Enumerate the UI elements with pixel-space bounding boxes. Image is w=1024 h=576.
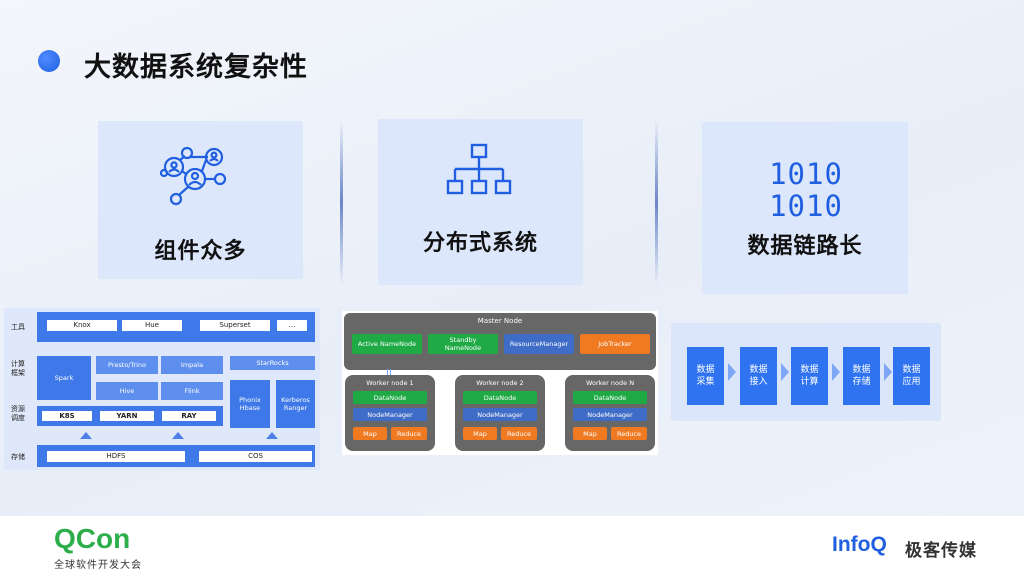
page-title: 大数据系统复杂性 <box>84 52 308 83</box>
worker-title: Worker node 1 <box>366 379 414 387</box>
resource-ray: RAY <box>162 411 216 421</box>
compute-flink: Flink <box>161 382 223 400</box>
compute-starrocks: StarRocks <box>230 356 315 370</box>
datanode: DataNode <box>573 391 647 404</box>
pipeline-step-store: 数据 存储 <box>843 347 880 405</box>
card-components: 组件众多 <box>98 121 303 279</box>
worker-title: Worker node N <box>585 379 635 387</box>
infoq-brand-name: 极客传媒 <box>905 541 977 561</box>
data-pipeline-diagram: 数据 采集 数据 接入 数据 计算 数据 存储 数据 应用 <box>671 323 941 421</box>
tool-knox: Knox <box>47 320 117 331</box>
worker-node-n: Worker node N DataNode NodeManager Map R… <box>565 375 655 451</box>
tool-more: ... <box>277 320 307 331</box>
component-kerberos-ranger: Kerberos Ranger <box>276 380 315 428</box>
standby-namenode: Standby NameNode <box>428 334 498 354</box>
up-arrow-icon <box>266 432 278 439</box>
master-node: Master Node Active NameNode Standby Name… <box>344 313 656 370</box>
hierarchy-icon <box>446 143 512 195</box>
card-distributed: 分布式系统 <box>378 119 583 285</box>
nodemanager: NodeManager <box>573 408 647 421</box>
reduce: Reduce <box>611 427 647 440</box>
pipeline-step-apply: 数据 应用 <box>893 347 930 405</box>
up-arrow-icon <box>172 432 184 439</box>
resource-yarn: YARN <box>100 411 154 421</box>
footer-bar <box>0 516 1024 576</box>
card-data-pipeline: 1010 1010 数据链路长 <box>702 122 908 294</box>
chevron-right-icon <box>884 363 892 381</box>
resource-k8s: K8S <box>42 411 92 421</box>
card-label: 分布式系统 <box>422 231 538 256</box>
compute-presto: Presto/Trino <box>96 356 158 374</box>
datanode: DataNode <box>353 391 427 404</box>
job-tracker: JobTracker <box>580 334 650 354</box>
chevron-right-icon <box>832 363 840 381</box>
pipeline-step-ingest: 数据 接入 <box>740 347 777 405</box>
hadoop-cluster-diagram: Master Node Active NameNode Standby Name… <box>342 311 658 455</box>
map: Map <box>463 427 497 440</box>
qcon-logo: QCon <box>54 523 131 554</box>
compute-hive: Hive <box>96 382 158 400</box>
map: Map <box>573 427 607 440</box>
row-label-tools: 工具 <box>11 323 25 331</box>
row-label-resource: 资源 调度 <box>11 405 25 422</box>
chevron-right-icon <box>781 363 789 381</box>
resource-manager: ResourceManager <box>504 334 574 354</box>
pipeline-step-compute: 数据 计算 <box>791 347 828 405</box>
card-label: 组件众多 <box>154 239 247 264</box>
active-namenode: Active NameNode <box>352 334 422 354</box>
divider <box>340 120 343 285</box>
worker-node-2: Worker node 2 DataNode NodeManager Map R… <box>455 375 545 451</box>
pipeline-step-collect: 数据 采集 <box>687 347 724 405</box>
map: Map <box>353 427 387 440</box>
nodemanager: NodeManager <box>353 408 427 421</box>
reduce: Reduce <box>501 427 537 440</box>
nodemanager: NodeManager <box>463 408 537 421</box>
big-data-architecture-diagram: 工具 计算 框架 资源 调度 存储 Knox Hue Superset ... … <box>4 308 320 470</box>
master-node-title: Master Node <box>477 317 523 325</box>
chevron-right-icon <box>728 363 736 381</box>
worker-node-1: Worker node 1 DataNode NodeManager Map R… <box>345 375 435 451</box>
binary-icon: 1010 1010 <box>769 157 843 223</box>
divider <box>655 120 658 285</box>
tool-superset: Superset <box>200 320 270 331</box>
qcon-subtitle: 全球软件开发大会 <box>54 560 142 571</box>
storage-hdfs: HDFS <box>47 451 185 462</box>
compute-spark: Spark <box>37 356 91 400</box>
compute-impala: Impala <box>161 356 223 374</box>
row-label-compute: 计算 框架 <box>11 360 25 377</box>
worker-title: Worker node 2 <box>476 379 524 387</box>
title-bullet-icon <box>38 50 66 78</box>
component-phoenix-hbase: Phonix Hbase <box>230 380 270 428</box>
up-arrow-icon <box>80 432 92 439</box>
tool-hue: Hue <box>122 320 182 331</box>
network-people-icon <box>160 146 227 206</box>
row-label-storage: 存储 <box>11 453 25 461</box>
card-label: 数据链路长 <box>747 234 863 259</box>
reduce: Reduce <box>391 427 427 440</box>
datanode: DataNode <box>463 391 537 404</box>
storage-cos: COS <box>199 451 312 462</box>
infoq-logo: InfoQ <box>832 533 887 556</box>
